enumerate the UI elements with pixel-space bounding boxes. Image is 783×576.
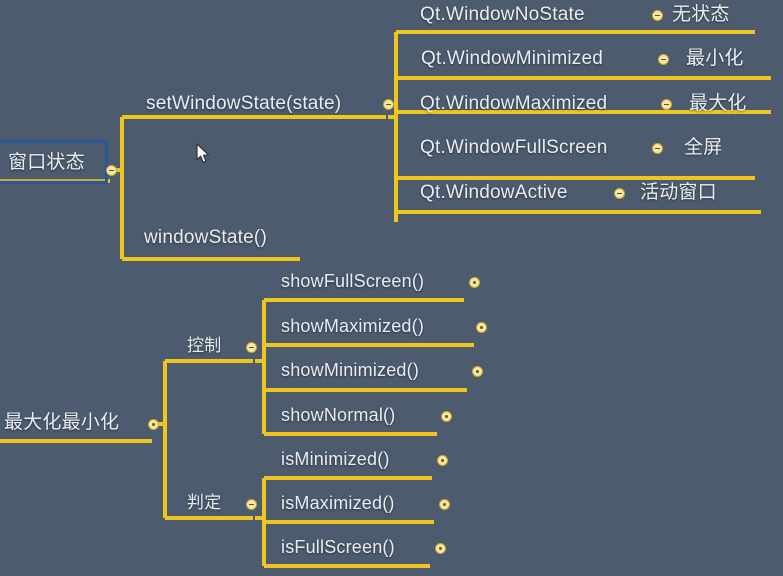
note-qt-windowactive: 活动窗口 bbox=[640, 181, 717, 203]
toggle-dot-qt-windowmaximized[interactable] bbox=[661, 99, 672, 110]
toggle-dot-set-window-state[interactable] bbox=[383, 99, 394, 110]
node-qt-windownostate-label: Qt.WindowNoState bbox=[420, 4, 585, 25]
node-window-state-getter-label: windowState() bbox=[144, 227, 267, 248]
mouse-pointer-icon bbox=[196, 143, 209, 163]
toggle-dot-show-maximized[interactable] bbox=[476, 322, 487, 333]
toggle-dot-maximize-minimize[interactable] bbox=[148, 419, 159, 430]
node-qt-windowactive-label: Qt.WindowActive bbox=[420, 182, 568, 203]
toggle-dot-is-fullscreen[interactable] bbox=[435, 543, 446, 554]
toggle-dot-is-maximized[interactable] bbox=[439, 499, 450, 510]
node-show-minimized-label: showMinimized() bbox=[281, 360, 420, 380]
note-qt-windownostate: 无状态 bbox=[672, 3, 730, 25]
node-is-minimized-label: isMinimized() bbox=[281, 449, 390, 469]
toggle-dot-qt-windowactive[interactable] bbox=[614, 188, 625, 199]
node-show-maximized-label: showMaximized() bbox=[281, 316, 425, 336]
root-node-maximize-minimize-label: 最大化最小化 bbox=[4, 411, 120, 433]
node-is-fullscreen-label: isFullScreen() bbox=[281, 537, 395, 557]
note-qt-windowfullscreen: 全屏 bbox=[684, 136, 723, 158]
root-node-window-state-box[interactable] bbox=[0, 140, 108, 184]
toggle-dot-qt-windowminimized[interactable] bbox=[658, 54, 669, 65]
node-judge-label: 判定 bbox=[187, 493, 222, 513]
toggle-dot-is-minimized[interactable] bbox=[437, 455, 448, 466]
note-qt-windowminimized: 最小化 bbox=[686, 47, 744, 69]
toggle-dot-window-state[interactable] bbox=[106, 165, 117, 176]
toggle-dot-qt-windowfullscreen[interactable] bbox=[652, 143, 663, 154]
node-control-label: 控制 bbox=[187, 336, 222, 356]
node-set-window-state-label: setWindowState(state) bbox=[146, 93, 342, 114]
node-qt-windowmaximized-label: Qt.WindowMaximized bbox=[420, 93, 608, 114]
node-qt-windowfullscreen-label: Qt.WindowFullScreen bbox=[420, 137, 608, 158]
toggle-dot-judge[interactable] bbox=[246, 499, 257, 510]
node-qt-windowminimized-label: Qt.WindowMinimized bbox=[421, 48, 604, 69]
toggle-dot-qt-windownostate[interactable] bbox=[652, 10, 663, 21]
note-qt-windowmaximized: 最大化 bbox=[689, 92, 747, 114]
root-node-window-state-label: 窗口状态 bbox=[8, 151, 85, 173]
node-show-fullscreen-label: showFullScreen() bbox=[281, 271, 425, 291]
toggle-dot-show-minimized[interactable] bbox=[472, 366, 483, 377]
node-show-normal-label: showNormal() bbox=[281, 405, 396, 425]
toggle-dot-show-fullscreen[interactable] bbox=[469, 277, 480, 288]
toggle-dot-control[interactable] bbox=[246, 342, 257, 353]
node-is-maximized-label: isMaximized() bbox=[281, 493, 395, 513]
toggle-dot-show-normal[interactable] bbox=[441, 411, 452, 422]
